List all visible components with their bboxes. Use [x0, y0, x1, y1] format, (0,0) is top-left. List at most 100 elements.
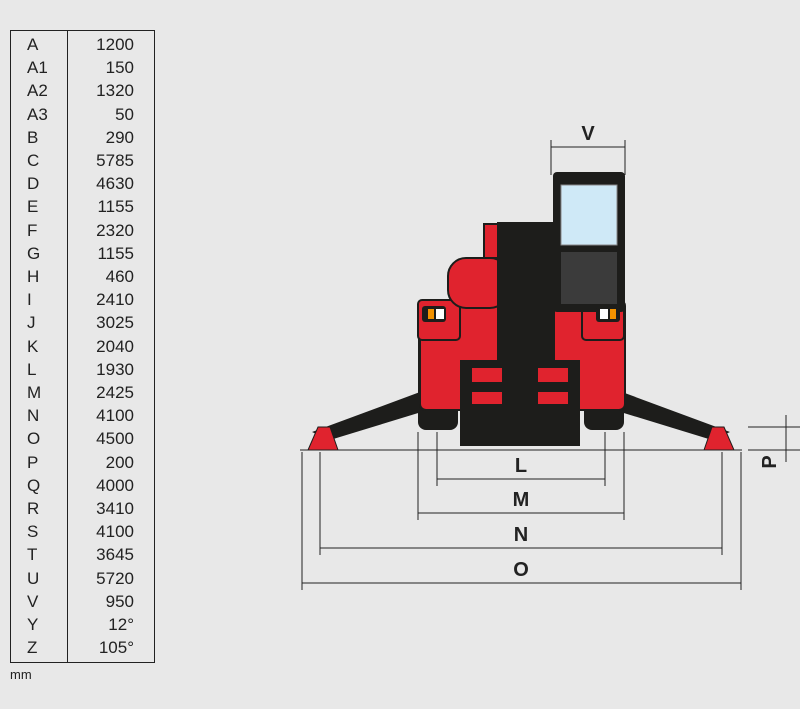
table-row: D 4630 — [11, 172, 156, 195]
row-code: V — [27, 591, 39, 611]
table-row: A3 50 — [11, 103, 156, 126]
row-value: 1155 — [97, 243, 134, 263]
right-indicator — [610, 309, 616, 319]
table-row: C 5785 — [11, 149, 156, 172]
row-code: R — [27, 499, 40, 518]
row-value: 3645 — [96, 545, 134, 565]
row-value: 200 — [105, 452, 134, 472]
row-code: A1 — [27, 58, 48, 78]
row-code: A — [27, 35, 39, 54]
table-row: L 1930 — [11, 358, 156, 381]
table-row: J 3025 — [11, 311, 156, 334]
table-row: V 950 — [11, 590, 156, 613]
table-row: A1 150 — [11, 56, 156, 79]
row-code: K — [27, 336, 39, 356]
row-value: 1200 — [96, 35, 134, 54]
o-label: O — [513, 559, 529, 581]
frame-slot-2 — [538, 368, 568, 382]
table-row: I 2410 — [11, 288, 156, 311]
table-divider — [67, 31, 68, 662]
v-label: V — [581, 123, 595, 145]
table-row: G 1155 — [11, 242, 156, 265]
frame-slot-3 — [472, 392, 502, 404]
n-label: N — [514, 524, 528, 546]
row-code: O — [27, 429, 41, 449]
table-row: N 4100 — [11, 404, 156, 427]
row-code: L — [27, 359, 37, 379]
row-code: J — [27, 313, 36, 333]
row-code: M — [27, 383, 42, 402]
row-code: G — [27, 243, 41, 263]
row-value: 2320 — [96, 220, 134, 240]
row-value: 50 — [115, 104, 134, 124]
table-row: K 2040 — [11, 335, 156, 358]
row-value: 4500 — [96, 429, 134, 449]
row-value: 150 — [105, 58, 134, 78]
row-code: N — [27, 406, 40, 426]
table-row: B 290 — [11, 126, 156, 149]
row-value: 1155 — [97, 197, 134, 217]
left-lamp — [436, 309, 444, 319]
cabin-lower-panel — [561, 252, 617, 304]
right-lamp — [600, 309, 608, 319]
row-value: 4100 — [96, 522, 134, 542]
row-value: 1930 — [96, 359, 134, 379]
left-indicator — [428, 309, 434, 319]
table-row: Y 12° — [11, 613, 156, 636]
row-value: 3410 — [96, 499, 134, 518]
row-code: S — [27, 522, 39, 542]
row-value: 2410 — [96, 290, 134, 310]
row-code: E — [27, 197, 39, 217]
table-row: A2 1320 — [11, 79, 156, 102]
table-row: R 3410 — [11, 497, 156, 520]
table-row: F 2320 — [11, 219, 156, 242]
row-code: C — [27, 151, 40, 170]
frame-slot-1 — [472, 368, 502, 382]
row-value: 1320 — [96, 81, 134, 101]
table-row: Z 105° — [11, 636, 156, 659]
row-code: F — [27, 220, 38, 240]
table-row: U 5720 — [11, 567, 156, 590]
row-value: 290 — [105, 127, 134, 147]
row-code: Y — [27, 615, 39, 634]
row-code: U — [27, 568, 40, 588]
row-value: 2040 — [96, 336, 134, 356]
table-row: O 4500 — [11, 427, 156, 450]
table-row: P 200 — [11, 451, 156, 474]
table-row: E 1155 — [11, 195, 156, 218]
row-code: I — [27, 290, 32, 310]
row-code: D — [27, 174, 40, 194]
row-value: 105° — [98, 638, 134, 658]
row-code: H — [27, 267, 40, 286]
unit-label: mm — [10, 667, 32, 682]
row-value: 4000 — [96, 475, 134, 495]
row-code: P — [27, 452, 39, 472]
row-code: A3 — [27, 104, 48, 124]
cabin-window — [560, 184, 618, 246]
row-code: A2 — [27, 81, 48, 101]
row-value: 3025 — [96, 313, 134, 333]
row-value: 950 — [105, 591, 134, 611]
row-code: B — [27, 127, 39, 147]
m-label: M — [513, 489, 530, 511]
row-value: 5720 — [96, 568, 134, 588]
left-stabilizer-arm — [312, 392, 428, 440]
table-row: M 2425 — [11, 381, 156, 404]
row-value: 12° — [108, 615, 134, 634]
right-stabilizer-arm — [614, 392, 730, 440]
row-value: 2425 — [96, 383, 134, 402]
row-value: 4630 — [96, 174, 134, 194]
p-label: P — [759, 455, 781, 468]
table-row: Q 4000 — [11, 474, 156, 497]
row-value: 5785 — [96, 151, 134, 170]
row-value: 4100 — [96, 406, 134, 426]
row-code: Z — [27, 638, 38, 658]
row-code: Q — [27, 475, 41, 495]
frame-slot-4 — [538, 392, 568, 404]
l-label: L — [515, 455, 527, 477]
table-row: A 1200 — [11, 33, 156, 56]
